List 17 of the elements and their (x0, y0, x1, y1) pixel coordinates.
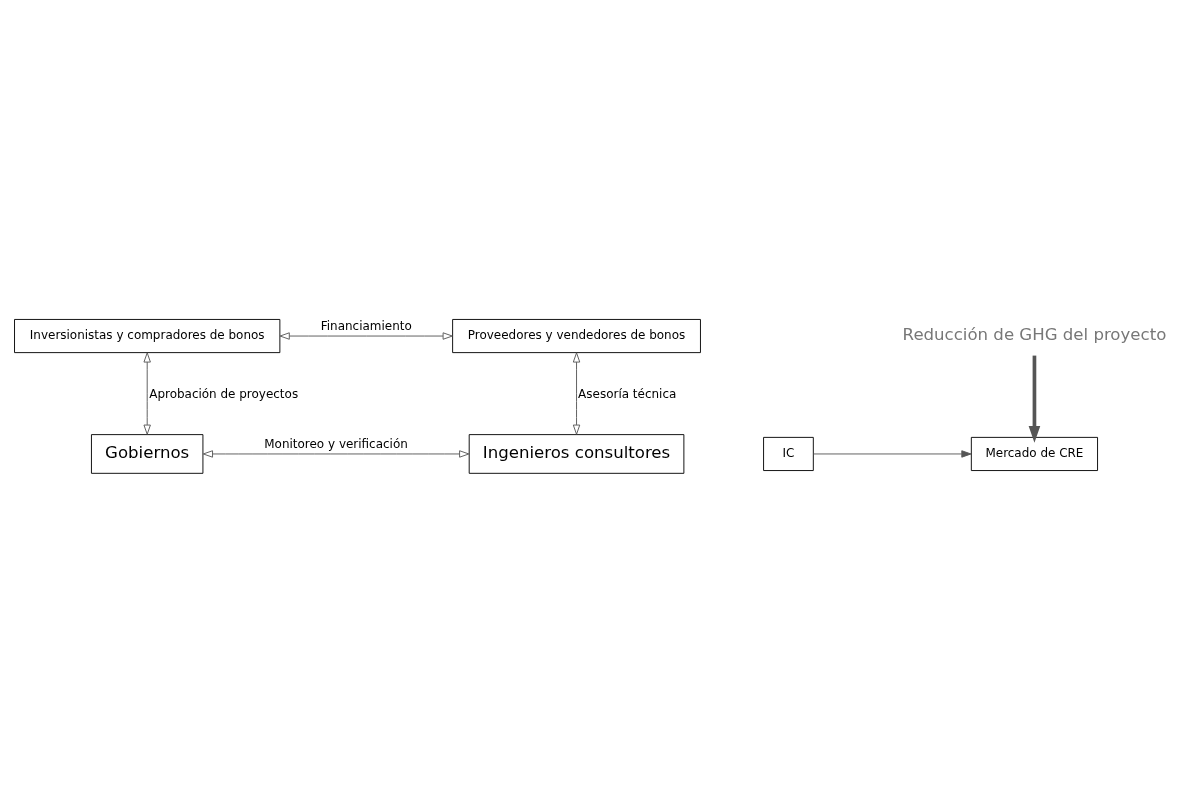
node-box: Ingenieros consultores (468, 434, 685, 474)
node-box: Inversionistas y compradores de bonos (14, 319, 281, 354)
arrow (279, 332, 453, 340)
node-box: Mercado de CRE (970, 436, 1098, 471)
arrow (572, 352, 581, 435)
node-box: Gobiernos (91, 434, 204, 474)
edge-label: Aprobación de proyectos (149, 387, 299, 402)
node-box: Proveedores y vendedores de bonos (452, 319, 701, 354)
node-text: Reducción de GHG del proyecto (902, 325, 1167, 345)
node-box: IC (763, 436, 814, 471)
arrow (202, 450, 470, 458)
edge-label: Financiamiento (320, 318, 412, 333)
edge-label: Asesoría técnica (578, 387, 677, 402)
edge-label: Monitoreo y verificación (264, 436, 408, 451)
arrow (143, 352, 151, 435)
arrow (1028, 355, 1041, 443)
arrow (813, 450, 972, 458)
